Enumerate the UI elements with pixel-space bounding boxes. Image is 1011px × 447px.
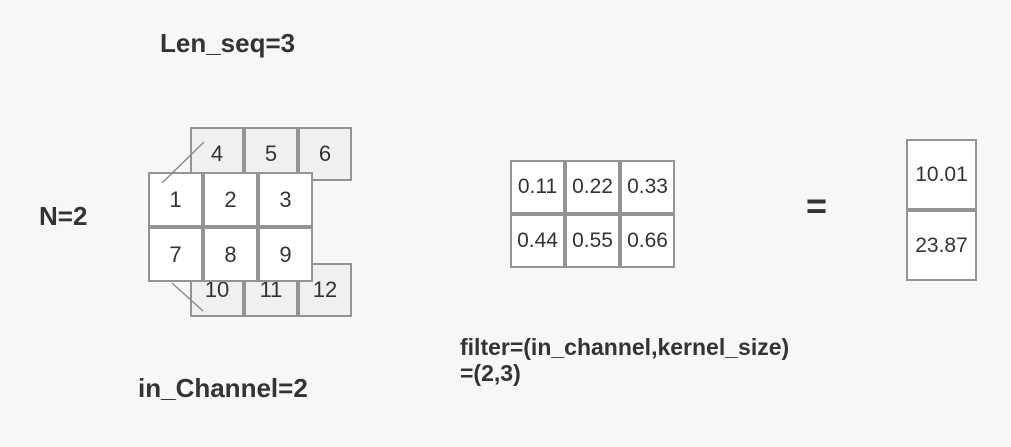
equals-sign: =	[806, 185, 828, 226]
input-cell: 1	[148, 172, 203, 227]
filter-shape-label: filter=(in_channel,kernel_size) =(2,3)	[460, 334, 880, 386]
len-seq-label: Len_seq=3	[160, 28, 296, 58]
input-cell: 7	[148, 227, 203, 282]
input-channel1-row1: 1 2 3	[148, 172, 313, 227]
filter-cell: 0.66	[620, 214, 675, 268]
filter-cell: 0.22	[565, 160, 620, 214]
batch-size-label: N=2	[39, 201, 88, 231]
input-cell: 8	[203, 227, 258, 282]
output-cell: 23.87	[906, 210, 977, 281]
in-channel-label: in_Channel=2	[138, 373, 308, 403]
filter-cell: 0.55	[565, 214, 620, 268]
output-cell: 10.01	[906, 139, 977, 210]
output-vector: 10.01 23.87	[906, 139, 977, 281]
input-channel1-row2: 7 8 9	[148, 227, 313, 282]
filter-cell: 0.33	[620, 160, 675, 214]
input-cell: 9	[258, 227, 313, 282]
filter-cell: 0.44	[510, 214, 565, 268]
filter-shape-label-line2: =(2,3)	[460, 360, 521, 386]
filter-shape-label-line1: filter=(in_channel,kernel_size)	[460, 334, 790, 360]
input-cell: 3	[258, 172, 313, 227]
filter-matrix-row1: 0.11 0.22 0.33	[510, 160, 675, 214]
filter-matrix-row2: 0.44 0.55 0.66	[510, 214, 675, 268]
filter-cell: 0.11	[510, 160, 565, 214]
input-cell: 2	[203, 172, 258, 227]
